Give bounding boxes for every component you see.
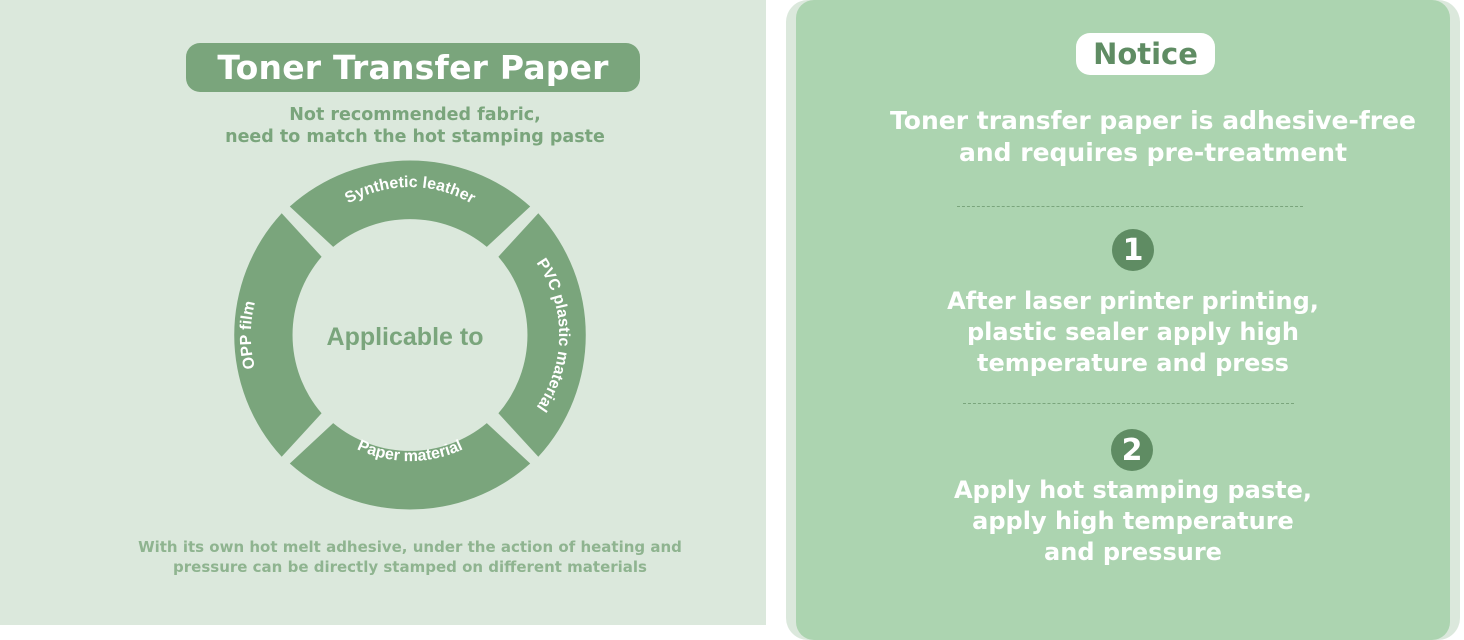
step-1-number: 1 bbox=[1122, 232, 1144, 268]
step-1-text: After laser printer printing, plastic se… bbox=[866, 286, 1400, 379]
step-2-line-1: Apply hot stamping paste, bbox=[953, 476, 1313, 504]
footnote-line-1: With its own hot melt adhesive, under th… bbox=[138, 538, 682, 556]
notice-title-text: Notice bbox=[1093, 37, 1198, 71]
notice-panel bbox=[796, 0, 1450, 640]
segment-bottom bbox=[289, 423, 531, 510]
segment-label-left: OPP film bbox=[238, 299, 259, 370]
step-2-line-2: apply high temperature bbox=[972, 507, 1294, 535]
step-1-badge: 1 bbox=[1112, 229, 1154, 271]
step-1-line-3: temperature and press bbox=[977, 349, 1289, 377]
step-1-line-1: After laser printer printing, bbox=[947, 287, 1319, 315]
footnote-line-2: pressure can be directly stamped on diff… bbox=[173, 558, 647, 576]
page-title-text: Toner Transfer Paper bbox=[217, 48, 609, 87]
subtitle-line-2: need to match the hot stamping paste bbox=[225, 127, 605, 147]
step-2-number: 2 bbox=[1121, 432, 1143, 468]
left-panel bbox=[0, 0, 766, 625]
page-title: Toner Transfer Paper bbox=[186, 43, 640, 92]
segment-right bbox=[498, 213, 586, 457]
center-label: Applicable to bbox=[327, 323, 484, 351]
notice-lead: Toner transfer paper is adhesive-free an… bbox=[856, 105, 1450, 169]
divider-2 bbox=[963, 403, 1294, 404]
subtitle: Not recommended fabric, need to match th… bbox=[150, 104, 680, 148]
segment-top bbox=[289, 160, 531, 247]
divider-1 bbox=[957, 206, 1303, 207]
footnote: With its own hot melt adhesive, under th… bbox=[110, 537, 710, 577]
subtitle-line-1: Not recommended fabric, bbox=[289, 105, 541, 125]
step-1-line-2: plastic sealer apply high bbox=[967, 318, 1299, 346]
notice-lead-line-1: Toner transfer paper is adhesive-free bbox=[890, 106, 1416, 135]
step-2-badge: 2 bbox=[1111, 429, 1153, 471]
notice-title: Notice bbox=[1076, 33, 1215, 75]
segment-left bbox=[234, 213, 322, 457]
step-2-line-3: and pressure bbox=[1044, 538, 1222, 566]
notice-lead-line-2: and requires pre-treatment bbox=[958, 138, 1348, 167]
applicable-ring-diagram: Synthetic leather PVC plastic material P… bbox=[234, 160, 586, 510]
step-2-text: Apply hot stamping paste, apply high tem… bbox=[866, 475, 1400, 568]
